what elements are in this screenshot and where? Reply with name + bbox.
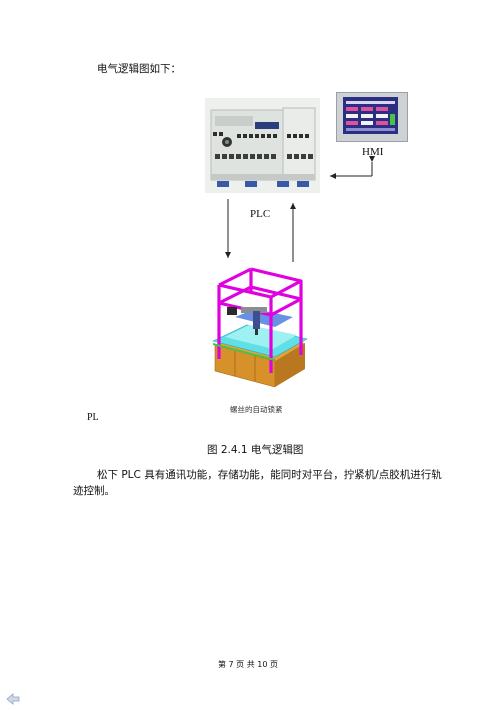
plc-label: PLC (250, 208, 271, 220)
machine-caption: 螺丝的自动锁紧 (230, 405, 283, 414)
plc-controller-image (205, 98, 320, 193)
body-paragraph-line-2: 迹控制。 (73, 485, 115, 497)
screw-locking-machine-icon (212, 267, 308, 388)
screw-machine-image (205, 263, 315, 393)
hmi-touchscreen-icon (343, 97, 398, 134)
intro-text: 电气逻辑图如下： (97, 63, 181, 75)
stray-text: PL (87, 412, 99, 423)
hmi-label: HMI (362, 146, 384, 158)
figure-caption: 图 2.4.1 电气逻辑图 (207, 444, 304, 456)
page-number-footer: 第 7 页 共 10 页 (218, 660, 278, 669)
back-arrow-icon[interactable] (6, 690, 20, 705)
body-paragraph-line-1: 松下 PLC 具有通讯功能，存储功能，能同时对平台，拧紧机/点胶机进行轨 (97, 469, 442, 481)
plc-icon (205, 98, 320, 193)
